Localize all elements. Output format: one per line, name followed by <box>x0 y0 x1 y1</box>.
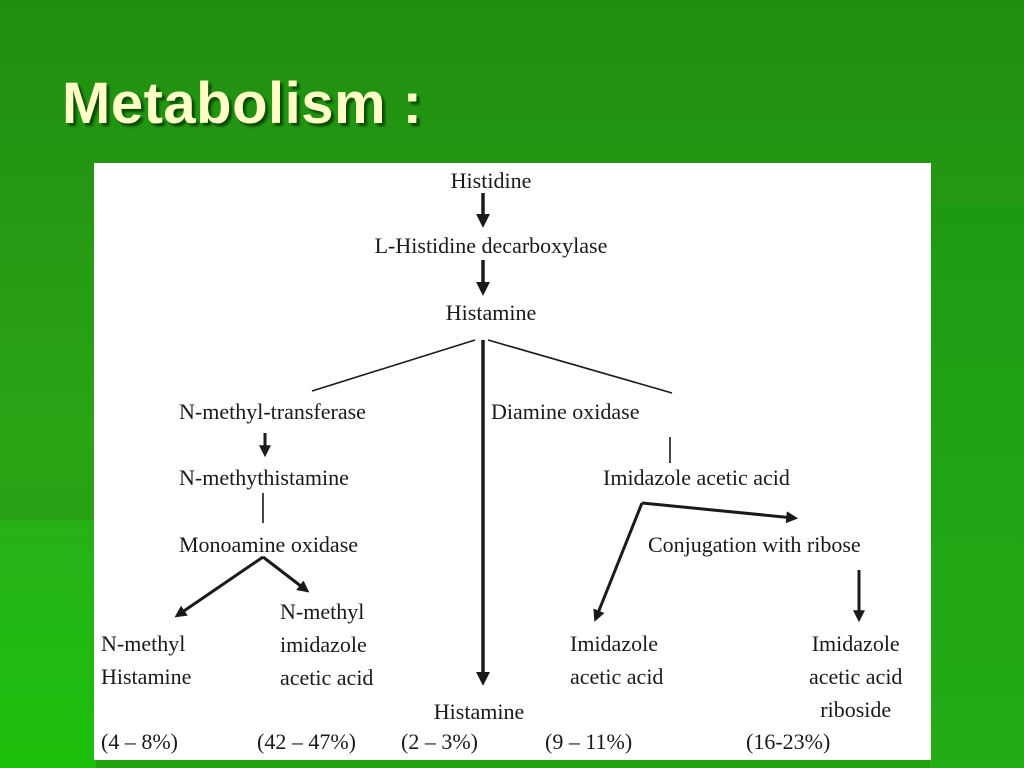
product-line: acetic acid <box>570 664 664 689</box>
node-histidine: Histidine <box>450 168 532 193</box>
percentage-riboside: (16-23%) <box>746 729 831 754</box>
product-line: N-methyl <box>101 631 186 656</box>
product-imidazole-acetic-acid: Imidazole acetic acid <box>570 627 663 693</box>
arrow-mao-to-n-methyl-histamine <box>174 555 264 618</box>
branch-right-line <box>487 339 673 394</box>
percentage-n-methyl-histamine: (4 – 8%) <box>101 729 178 754</box>
node-conjugation-with-ribose: Conjugation with ribose <box>648 532 861 557</box>
arrow-imidazole-to-conjugation <box>641 501 799 524</box>
arrow-mao-to-n-methyl-imidazole <box>262 555 310 593</box>
product-line: Imidazole <box>570 631 658 656</box>
percentage-imidazole-acetic-acid: (9 – 11%) <box>545 729 633 754</box>
percentage-histamine: (2 – 3%) <box>401 729 478 754</box>
product-n-methyl-histamine: N-methyl Histamine <box>101 627 191 693</box>
slide-background-left <box>0 520 96 768</box>
node-monoamine-oxidase: Monoamine oxidase <box>179 532 359 557</box>
diagram-panel: Histidine L-Histidine decarboxylase Hist… <box>94 163 931 760</box>
percentage-n-methyl-imidazole: (42 – 47%) <box>257 729 356 754</box>
slide-title: Metabolism : <box>62 71 423 136</box>
product-imidazole-acetic-acid-riboside: Imidazole acetic acid riboside <box>809 627 902 726</box>
product-line: acetic acid <box>280 665 374 690</box>
product-line: Histamine <box>101 664 192 689</box>
product-line: acetic acid <box>809 664 903 689</box>
node-n-methyl-transferase: N-methyl-transferase <box>179 399 366 424</box>
node-decarboxylase: L-Histidine decarboxylase <box>374 233 608 258</box>
diagram-connectors <box>174 193 865 686</box>
slide-background-right <box>930 205 1024 768</box>
product-histamine-unchanged: Histamine <box>433 699 525 724</box>
product-line: imidazole <box>280 632 367 657</box>
product-line: riboside <box>820 697 892 722</box>
node-diamine-oxidase: Diamine oxidase <box>491 399 640 424</box>
node-histamine: Histamine <box>445 300 537 325</box>
product-n-methyl-imidazole-acetic-acid: N-methyl imidazole acetic acid <box>280 595 373 694</box>
node-n-methylhistamine: N-methythistamine <box>179 465 349 490</box>
node-imidazole-acetic-acid: Imidazole acetic acid <box>603 465 790 490</box>
product-line: Imidazole <box>811 631 900 656</box>
product-line: N-methyl <box>280 599 365 624</box>
branch-left-line <box>311 339 476 392</box>
arrow-imidazole-to-imidazole-acid <box>593 502 644 622</box>
